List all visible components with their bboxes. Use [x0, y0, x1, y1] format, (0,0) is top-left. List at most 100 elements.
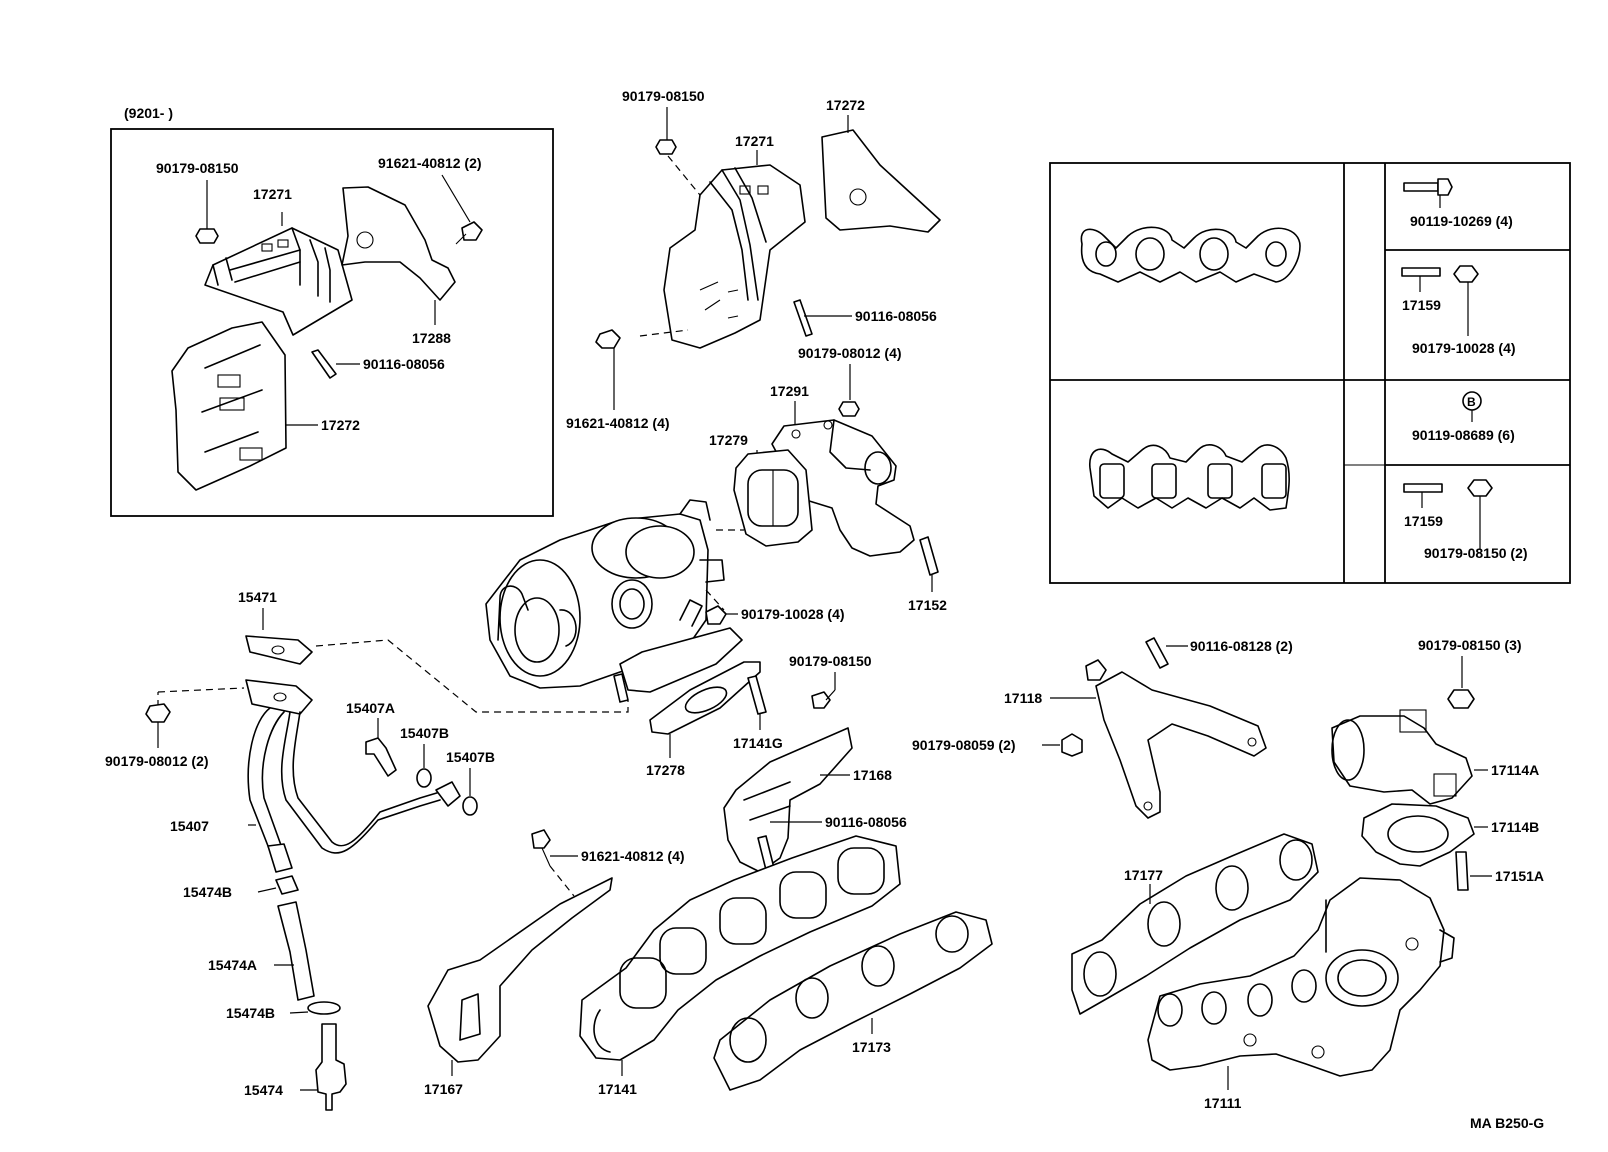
gasket-17173	[713, 911, 993, 1091]
nut-90179-08012-2	[145, 703, 171, 748]
top-label-17272: 17272	[826, 97, 865, 113]
label-17111: 17111	[1204, 1095, 1242, 1111]
label-17152: 17152	[908, 597, 947, 613]
label-17114B: 17114B	[1491, 819, 1539, 835]
nut-90179-08150-3	[1447, 656, 1475, 709]
inset-range-label: (9201- )	[124, 105, 173, 121]
label-15474B-2: 15474B	[226, 1005, 275, 1021]
label-17291: 17291	[770, 383, 809, 399]
table-stud-17159-b	[1403, 483, 1443, 508]
inset-nut-90179-08150	[195, 180, 219, 244]
nut-90179-08150-mid	[811, 672, 836, 709]
gasket-17279	[733, 449, 813, 547]
label-17114A: 17114A	[1491, 762, 1539, 778]
gasket-17114B	[1361, 803, 1488, 867]
gasket-15471	[245, 608, 313, 665]
union-15474	[300, 1023, 347, 1111]
label-17173: 17173	[852, 1039, 891, 1055]
table-mark-b-letter: B	[1467, 395, 1476, 409]
label-17168: 17168	[853, 767, 892, 783]
label-90179-08059: 90179-08059 (2)	[912, 737, 1016, 753]
label-17141G: 17141G	[733, 735, 783, 751]
top-label-90179-08150: 90179-08150	[622, 88, 705, 104]
stud-17151A	[1455, 851, 1492, 891]
inset-label-91621-40812: 91621-40812 (2)	[378, 155, 482, 171]
inset-bolt-91621-40812	[441, 174, 483, 245]
label-15407B-1: 15407B	[400, 725, 449, 741]
table-bolt-90119-10269	[1403, 178, 1453, 208]
oil-pipe-15407	[245, 679, 441, 873]
label-17279: 17279	[709, 432, 748, 448]
label-17151A: 17151A	[1495, 868, 1544, 884]
label-15474A: 15474A	[208, 957, 257, 973]
label-17118: 17118	[1004, 690, 1042, 706]
intake-manifold-17111	[1147, 877, 1455, 1090]
inset-label-17271: 17271	[253, 186, 292, 202]
inset-frame	[110, 128, 554, 517]
table-label-90179-08150: 90179-08150 (2)	[1424, 545, 1528, 561]
label-90179-08150-3: 90179-08150 (3)	[1418, 637, 1522, 653]
table-label-17159-b: 17159	[1404, 513, 1443, 529]
top-bolt-91621-40812	[595, 329, 689, 410]
table-label-90119-08689: 90119-08689 (6)	[1412, 427, 1515, 443]
label-15474: 15474	[244, 1082, 283, 1098]
nut-90179-08059	[1042, 733, 1083, 757]
top-stud-90116-08056	[793, 299, 852, 337]
table-label-90119-10269: 90119-10269 (4)	[1410, 213, 1513, 229]
top-label-90116-08056: 90116-08056	[855, 308, 937, 324]
label-90116-08128: 90116-08128 (2)	[1190, 638, 1293, 654]
stud-90116-08128	[1145, 637, 1188, 669]
label-17278: 17278	[646, 762, 685, 778]
inset-stud-90116-08056	[311, 349, 360, 379]
gasket-17177	[1071, 833, 1319, 1015]
inset-stay-17288	[341, 186, 456, 325]
hose-15474A	[274, 901, 315, 1001]
dash-90179-08012-2b	[157, 687, 245, 693]
label-90116-08056-low: 90116-08056	[825, 814, 907, 830]
label-15407A: 15407A	[346, 700, 395, 716]
washer-15407B-2	[435, 768, 478, 816]
stud-17141G	[747, 675, 767, 730]
label-90179-10028-a: 90179-10028 (4)	[741, 606, 845, 622]
label-15407B-2: 15407B	[446, 749, 495, 765]
washer-15407B-1	[416, 744, 432, 788]
turbo-oil-pipe-dashed-link	[315, 639, 629, 713]
exhaust-elbow-17291	[771, 419, 915, 557]
label-17167: 17167	[424, 1081, 463, 1097]
table-gasket-upper	[1080, 226, 1301, 283]
top-nut-90179-08150	[655, 107, 701, 196]
table-nut-90179-10028	[1453, 265, 1479, 336]
inset-heat-insulator-17271	[204, 212, 353, 336]
table-nut-90179-08150	[1467, 479, 1493, 550]
clamp-15474B-2	[289, 1001, 341, 1015]
gasket-17278	[649, 661, 761, 758]
turbocharger	[485, 499, 744, 693]
elbow-17114A	[1331, 709, 1488, 805]
inset-label-17272: 17272	[321, 417, 360, 433]
bolt-15407A	[365, 718, 397, 777]
label-90179-08012-2: 90179-08012 (2)	[105, 753, 209, 769]
parts-table	[1049, 162, 1571, 584]
top-label-91621-40812: 91621-40812 (4)	[566, 415, 670, 431]
label-17177: 17177	[1124, 867, 1163, 883]
label-90179-08150-mid: 90179-08150	[789, 653, 872, 669]
top-nut-90179-08012	[838, 364, 860, 417]
top-heat-insulator-17272	[821, 115, 941, 233]
top-label-90179-08012: 90179-08012 (4)	[798, 345, 902, 361]
inset-label-90179-08150: 90179-08150	[156, 160, 239, 176]
label-91621-40812-low: 91621-40812 (4)	[581, 848, 685, 864]
label-15474B-1: 15474B	[183, 884, 232, 900]
diagram-code: MA B250-G	[1470, 1115, 1544, 1131]
bolt-91621-40812-low	[531, 829, 578, 897]
table-mark-b: B	[1462, 391, 1482, 422]
inset-label-90116-08056: 90116-08056	[363, 356, 445, 372]
label-15471: 15471	[238, 589, 277, 605]
table-stud-17159-a	[1401, 267, 1441, 292]
top-label-17271: 17271	[735, 133, 774, 149]
inset-heat-insulator-17272	[171, 321, 318, 491]
table-label-17159-a: 17159	[1402, 297, 1441, 313]
heat-insulator-17168	[723, 727, 853, 873]
inset-label-17288: 17288	[412, 330, 451, 346]
